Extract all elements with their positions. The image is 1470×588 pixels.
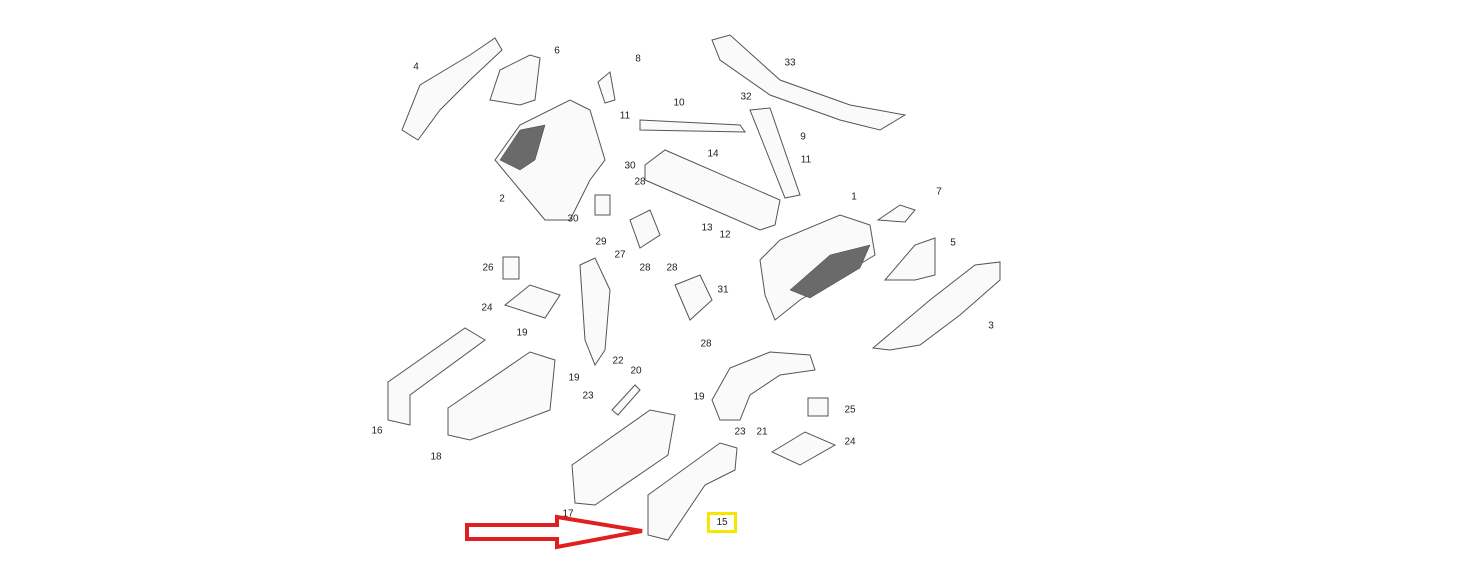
- callout-28: 28: [700, 339, 712, 350]
- part-22: [579, 257, 611, 367]
- red-arrow: [465, 514, 643, 550]
- part-2-mesh: [499, 124, 546, 171]
- callout-19: 19: [516, 328, 528, 339]
- callout-28: 28: [666, 263, 678, 274]
- callout-10: 10: [673, 98, 685, 109]
- callout-11: 11: [620, 111, 631, 122]
- callout-30: 30: [624, 161, 636, 172]
- part-7: [876, 204, 916, 223]
- part-33: [711, 34, 907, 131]
- part-24b: [770, 431, 837, 466]
- callout-18: 18: [430, 452, 442, 463]
- part-1-mesh: [789, 244, 871, 299]
- part-18: [447, 351, 556, 441]
- callout-30: 30: [567, 214, 579, 225]
- callout-17: 17: [562, 509, 574, 520]
- part-outlines: [387, 34, 1001, 541]
- callout-3: 3: [988, 321, 994, 332]
- callout-4: 4: [413, 62, 419, 73]
- part-6: [489, 54, 541, 106]
- part-24: [503, 284, 561, 319]
- part-5: [883, 237, 936, 281]
- part-20: [611, 384, 641, 416]
- part-27: [629, 209, 661, 249]
- part-12: [644, 149, 781, 231]
- part-25: [807, 397, 829, 417]
- part-8: [597, 71, 616, 104]
- part-29: [594, 194, 611, 216]
- callout-7: 7: [936, 187, 942, 198]
- part-9: [749, 107, 801, 199]
- callout-23: 23: [582, 391, 594, 402]
- callout-27: 27: [614, 250, 626, 261]
- callout-11: 11: [801, 155, 812, 166]
- callout-6: 6: [554, 46, 560, 57]
- part-26: [502, 256, 520, 280]
- part-10: [639, 119, 746, 133]
- part-21: [711, 351, 816, 421]
- callout-28: 28: [634, 177, 646, 188]
- part-31: [674, 274, 713, 321]
- callout-29: 29: [595, 237, 607, 248]
- callout-1: 1: [851, 192, 857, 203]
- callout-16: 16: [371, 426, 383, 437]
- part-17: [571, 409, 676, 506]
- callout-2: 2: [499, 194, 505, 205]
- callout-21: 21: [756, 427, 768, 438]
- callout-8: 8: [635, 54, 641, 65]
- part-16: [387, 327, 486, 426]
- callout-22: 22: [612, 356, 624, 367]
- highlighted-callout-15: 15: [707, 512, 737, 533]
- callout-19: 19: [693, 392, 705, 403]
- part-3: [871, 261, 1001, 351]
- callout-33: 33: [784, 58, 796, 69]
- callout-24: 24: [844, 437, 856, 448]
- callout-32: 32: [740, 92, 752, 103]
- callout-28: 28: [639, 263, 651, 274]
- callout-19: 19: [568, 373, 580, 384]
- callout-5: 5: [950, 238, 956, 249]
- callout-20: 20: [630, 366, 642, 377]
- part-15: [647, 442, 738, 541]
- callout-26: 26: [482, 263, 494, 274]
- callout-25: 25: [844, 405, 856, 416]
- callout-14: 14: [707, 149, 719, 160]
- callout-23: 23: [734, 427, 746, 438]
- callout-13: 13: [701, 223, 713, 234]
- callout-12: 12: [719, 230, 731, 241]
- callout-31: 31: [717, 285, 729, 296]
- callout-24: 24: [481, 303, 493, 314]
- callout-9: 9: [800, 132, 806, 143]
- part-4: [401, 37, 503, 141]
